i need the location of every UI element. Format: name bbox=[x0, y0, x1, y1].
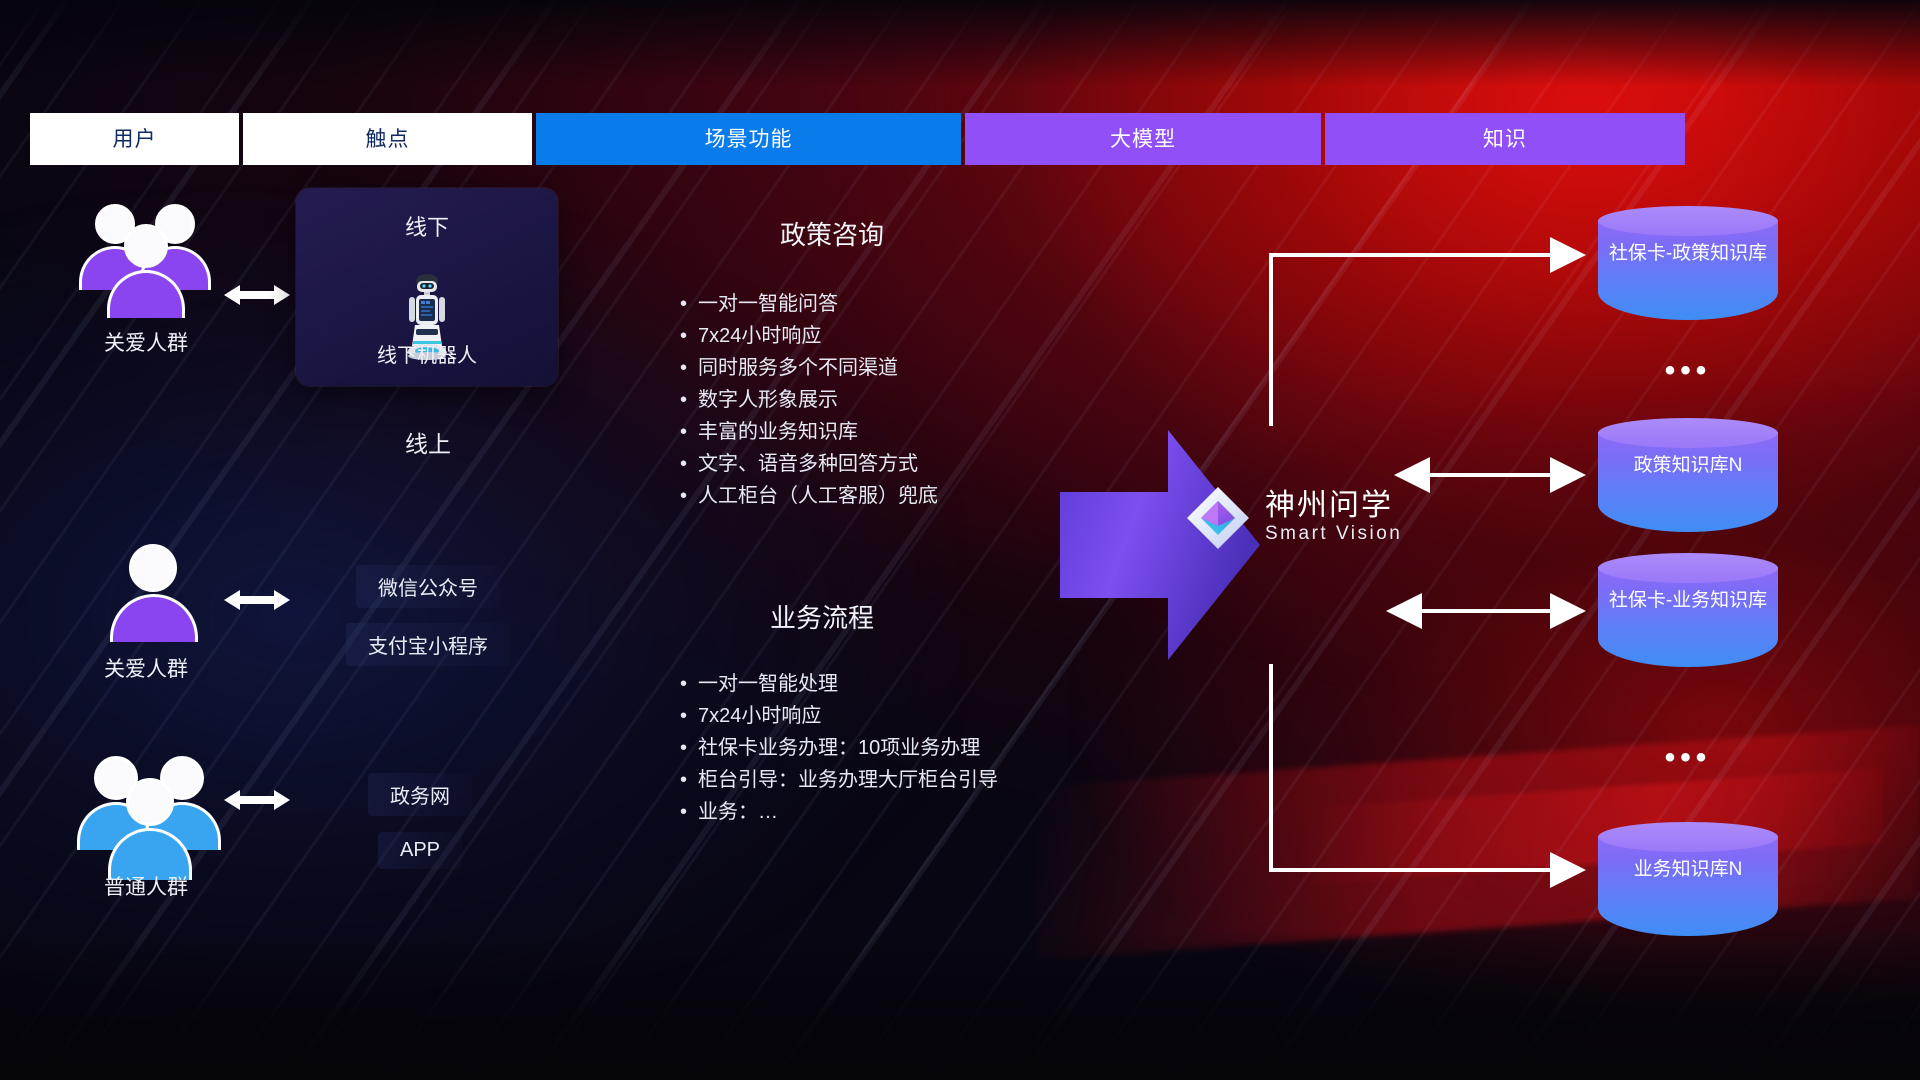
brand-name-en: Smart Vision bbox=[1265, 522, 1403, 544]
header-cell-model[interactable]: 大模型 bbox=[965, 113, 1321, 165]
person-head bbox=[124, 224, 168, 268]
scenario-item: 业务：… bbox=[680, 796, 998, 828]
offline-touchpoint-card[interactable]: 线下 bbox=[296, 188, 558, 386]
header-label-model: 大模型 bbox=[1109, 127, 1176, 151]
touchpoint-government-web[interactable]: 政务网 bbox=[368, 773, 472, 816]
knowledge-base-card-3[interactable]: 社保卡-业务知识库 bbox=[1598, 553, 1778, 673]
double-arrow-user-2 bbox=[222, 585, 292, 620]
cylinder-body bbox=[1598, 220, 1778, 320]
double-arrow-icon bbox=[224, 590, 290, 610]
header-label-users: 用户 bbox=[112, 127, 157, 151]
cylinder-top bbox=[1598, 206, 1778, 236]
scenario-item: 文字、语音多种回答方式 bbox=[680, 448, 938, 480]
scenario-item: 柜台引导：业务办理大厅柜台引导 bbox=[680, 764, 998, 796]
scenario-item: 同时服务多个不同渠道 bbox=[680, 352, 938, 384]
person-head bbox=[126, 778, 174, 826]
cylinder-top bbox=[1598, 418, 1778, 448]
knowledge-base-card-2[interactable]: 政策知识库N bbox=[1598, 418, 1778, 538]
person-head bbox=[160, 756, 204, 800]
scenario-item: 数字人形象展示 bbox=[680, 384, 938, 416]
touchpoint-wechat-official-account[interactable]: 微信公众号 bbox=[356, 565, 500, 608]
double-arrow-user-1 bbox=[222, 280, 292, 315]
cylinder-top bbox=[1598, 822, 1778, 852]
ellipsis-knowledge-1: ••• bbox=[1664, 354, 1712, 387]
background-bottom-vignette bbox=[0, 928, 1920, 1080]
person-front bbox=[107, 224, 185, 324]
knowledge-base-label-3: 社保卡-业务知识库 bbox=[1608, 589, 1768, 611]
scenario-item: 一对一智能处理 bbox=[680, 668, 998, 700]
flow-arrow-to-model bbox=[1060, 430, 1260, 665]
service-robot-glyph bbox=[408, 274, 446, 360]
header-label-knowledge: 知识 bbox=[1482, 127, 1527, 151]
person-body bbox=[107, 270, 185, 318]
online-touchpoint-title: 线上 bbox=[405, 431, 451, 457]
scenario-item: 7x24小时响应 bbox=[680, 700, 998, 732]
scenario-item: 社保卡业务办理：10项业务办理 bbox=[680, 732, 998, 764]
scenario-item: 一对一智能问答 bbox=[680, 288, 938, 320]
scenario-item: 7x24小时响应 bbox=[680, 320, 938, 352]
user-label-normal-group: 普通人群 bbox=[104, 876, 188, 899]
header-label-touchpoint: 触点 bbox=[365, 127, 410, 151]
person-body bbox=[110, 594, 198, 642]
person-body bbox=[108, 828, 192, 880]
header-cell-scenario[interactable]: 场景功能 bbox=[536, 113, 962, 165]
scenario-item: 人工柜台（人工客服）兜底 bbox=[680, 480, 938, 512]
touchpoint-app[interactable]: APP bbox=[377, 832, 463, 869]
smart-vision-diamond-logo-icon bbox=[1187, 487, 1249, 549]
cylinder-body bbox=[1598, 567, 1778, 667]
user-label-care-group-2: 关爱人群 bbox=[104, 658, 188, 681]
service-robot-icon bbox=[399, 272, 455, 365]
scenario-title-business-process: 业务流程 bbox=[769, 603, 875, 633]
brand-name-cn: 神州问学 bbox=[1265, 489, 1393, 523]
scenario-title-policy-consult: 政策咨询 bbox=[779, 220, 885, 250]
scenario-list-business-process: 一对一智能处理 7x24小时响应 社保卡业务办理：10项业务办理 柜台引导：业务… bbox=[680, 668, 998, 828]
person-front bbox=[108, 778, 192, 888]
offline-card-title: 线下 bbox=[404, 215, 449, 240]
brand-text: 神州问学 Smart Vision bbox=[1265, 490, 1402, 545]
knowledge-base-label-1: 社保卡-政策知识库 bbox=[1608, 242, 1768, 264]
scenario-item: 丰富的业务知识库 bbox=[680, 416, 938, 448]
header-cell-knowledge[interactable]: 知识 bbox=[1324, 113, 1685, 165]
knowledge-base-label-4: 业务知识库N bbox=[1633, 858, 1743, 880]
right-arrow-icon bbox=[1060, 430, 1260, 660]
ellipsis-knowledge-2: ••• bbox=[1664, 741, 1712, 774]
cylinder-top bbox=[1598, 553, 1778, 583]
cylinder-body bbox=[1598, 432, 1778, 532]
touchpoint-alipay-miniprogram[interactable]: 支付宝小程序 bbox=[346, 623, 510, 666]
header-cell-touchpoint[interactable]: 触点 bbox=[242, 113, 533, 165]
double-arrow-user-3 bbox=[222, 785, 292, 820]
knowledge-base-card-4[interactable]: 业务知识库N bbox=[1598, 822, 1778, 942]
person-single bbox=[110, 544, 198, 644]
user-icon-care-group-1 bbox=[75, 196, 235, 318]
column-header-row: 用户 触点 场景功能 大模型 知识 bbox=[30, 113, 1685, 165]
knowledge-base-card-1[interactable]: 社保卡-政策知识库 bbox=[1598, 206, 1778, 326]
person-head bbox=[129, 544, 177, 592]
double-arrow-icon bbox=[224, 790, 290, 810]
header-cell-users[interactable]: 用户 bbox=[30, 113, 239, 165]
knowledge-base-label-2: 政策知识库N bbox=[1633, 454, 1743, 476]
scenario-list-policy-consult: 一对一智能问答 7x24小时响应 同时服务多个不同渠道 数字人形象展示 丰富的业… bbox=[680, 288, 938, 512]
background-top-vignette bbox=[0, 0, 1920, 87]
header-label-scenario: 场景功能 bbox=[704, 127, 793, 151]
user-label-care-group-1: 关爱人群 bbox=[104, 332, 188, 355]
user-icon-normal-group bbox=[75, 748, 245, 880]
double-arrow-icon bbox=[224, 285, 290, 305]
user-icon-care-group-2 bbox=[110, 544, 206, 648]
offline-card-caption: 线下机器人 bbox=[377, 345, 477, 367]
cylinder-body bbox=[1598, 836, 1778, 936]
brand-logo-block: 神州问学 Smart Vision bbox=[1185, 485, 1402, 551]
